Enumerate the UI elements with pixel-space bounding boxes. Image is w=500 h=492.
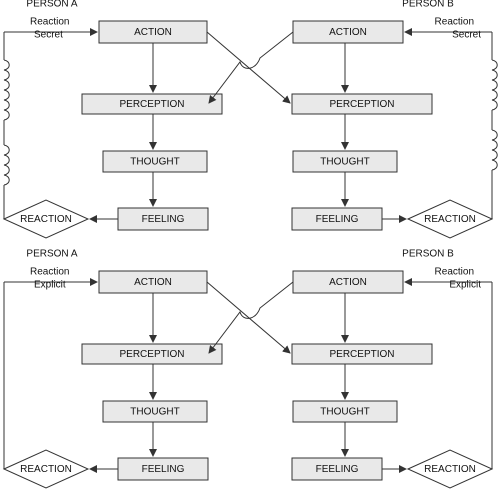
bottom-left-perception-box xyxy=(81,343,223,365)
bottom-right-thought-box-label: THOUGHT xyxy=(320,407,369,418)
bottom-a-action-to-b-perception-arrow xyxy=(206,281,291,354)
top-left-perception-box-label: PERCEPTION xyxy=(119,99,184,110)
bottom-left-thought-box xyxy=(102,400,208,423)
top-right-feeling-box-label: FEELING xyxy=(316,214,359,225)
top-b-action-to-a-perception-arrow xyxy=(208,31,294,104)
top-person-a-heading: PERSON A xyxy=(26,0,77,10)
top-left-thought-box xyxy=(102,150,208,173)
top-right-action-box-label: ACTION xyxy=(329,27,367,38)
top-left-action-box-label: ACTION xyxy=(134,27,172,38)
top-right-reaction-label-line2: Secret xyxy=(452,30,481,41)
bottom-right-reaction-diamond-label: REACTION xyxy=(424,464,476,475)
bottom-right-perception-box xyxy=(291,343,433,365)
bottom-right-reaction-label-line2: Explicit xyxy=(449,280,481,291)
top-a-action-to-b-perception-arrow xyxy=(206,31,291,104)
bottom-left-reaction-diamond xyxy=(2,449,90,489)
bottom-left-feeling-box-label: FEELING xyxy=(142,464,185,475)
top-person-b-heading: PERSON B xyxy=(402,0,454,10)
bottom-right-perception-box-label: PERCEPTION xyxy=(329,349,394,360)
top-left-loop-coil-lower xyxy=(3,144,10,186)
bottom-b-action-to-a-perception-arrow xyxy=(208,281,294,354)
bottom-person-a-heading: PERSON A xyxy=(26,249,77,260)
bottom-left-action-box-label: ACTION xyxy=(134,277,172,288)
top-left-thought-box-label: THOUGHT xyxy=(130,157,179,168)
top-right-perception-box xyxy=(291,93,433,115)
bottom-left-thought-box-label: THOUGHT xyxy=(130,407,179,418)
bottom-right-action-box-label: ACTION xyxy=(329,277,367,288)
top-left-reaction-label-line2: Secret xyxy=(34,30,63,41)
top-left-perception-box xyxy=(81,93,223,115)
top-left-feeling-box-label: FEELING xyxy=(142,214,185,225)
bottom-left-reaction-diamond-label: REACTION xyxy=(20,464,72,475)
bottom-left-reaction-label-line2: Explicit xyxy=(34,280,66,291)
top-right-reaction-diamond-label: REACTION xyxy=(424,214,476,225)
top-right-perception-box-label: PERCEPTION xyxy=(329,99,394,110)
bottom-left-reaction-label-line1: Reaction xyxy=(30,267,69,278)
top-left-reaction-diamond xyxy=(2,199,90,239)
bottom-right-feeling-box-label: FEELING xyxy=(316,464,359,475)
bottom-right-reaction-label-line1: Reaction xyxy=(435,267,474,278)
top-right-loop-coil-upper xyxy=(491,59,498,111)
top-left-reaction-diamond-label: REACTION xyxy=(20,214,72,225)
top-right-reaction-label-line1: Reaction xyxy=(435,17,474,28)
bottom-left-perception-box-label: PERCEPTION xyxy=(119,349,184,360)
top-left-reaction-label-line1: Reaction xyxy=(30,17,69,28)
bottom-person-b-heading: PERSON B xyxy=(402,249,454,260)
top-left-loop-coil-upper xyxy=(3,59,10,121)
top-right-thought-box-label: THOUGHT xyxy=(320,157,369,168)
top-right-loop-coil-lower xyxy=(491,129,498,171)
